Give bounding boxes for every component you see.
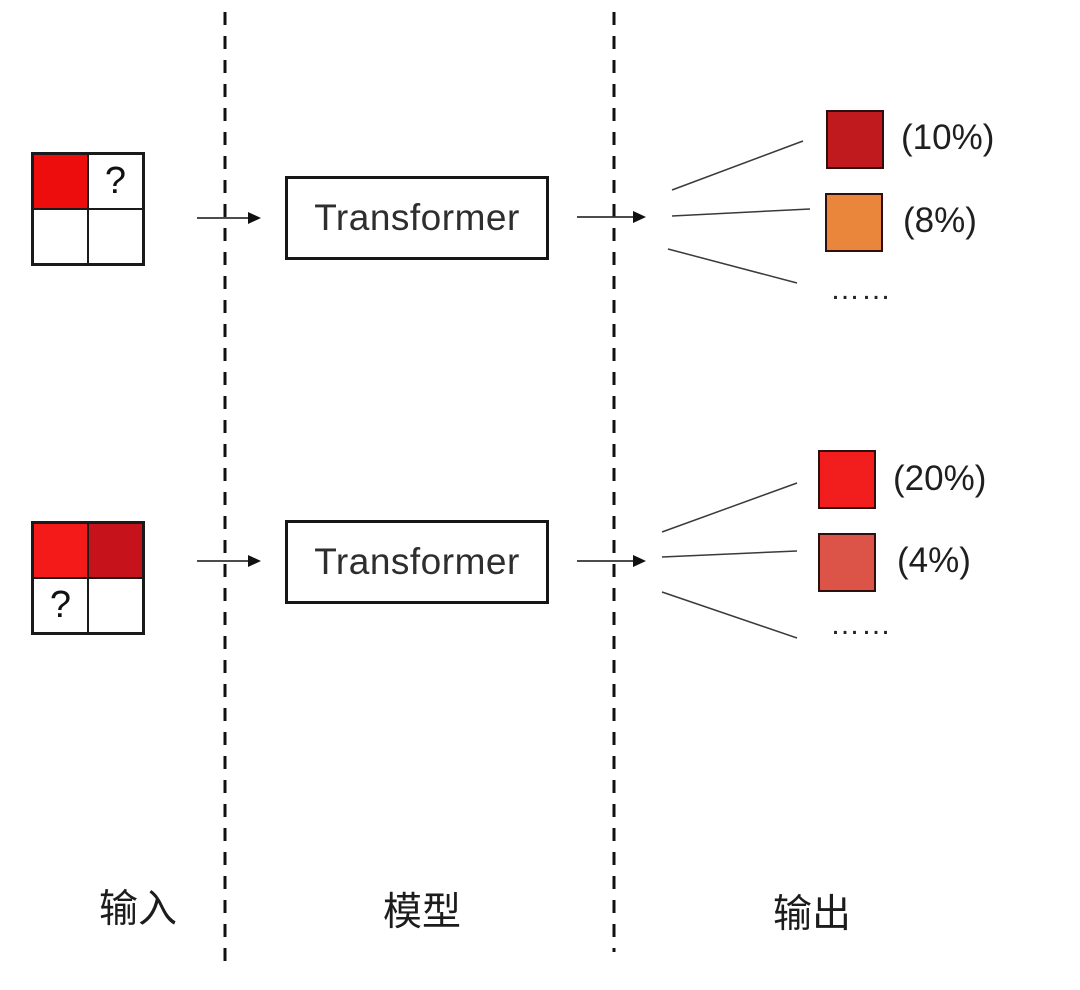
row1-fan-line-middle	[671, 208, 811, 217]
row2-output-probability-1: (20%)	[893, 459, 987, 498]
row1-grid-cell-top-right: ?	[88, 154, 143, 209]
row2-fan-line-middle	[661, 550, 798, 558]
row2-grid-cell-top-left	[33, 523, 88, 578]
row2-input-grid: ?	[31, 521, 145, 635]
row1-output-swatch-2	[825, 193, 883, 252]
row1-input-arrowhead	[248, 212, 261, 224]
row2-grid-cell-top-right	[88, 523, 143, 578]
row2-output-arrowhead	[633, 555, 646, 567]
row2-transformer-label: Transformer	[314, 541, 520, 582]
row2-fan-line-bottom	[661, 591, 798, 639]
row1-output-swatch-1	[826, 110, 884, 169]
row2-output-swatch-2	[818, 533, 876, 592]
row1-fan-line-bottom	[667, 248, 798, 284]
row1-output-probability-2: (8%)	[903, 201, 977, 240]
row1-output-arrowhead	[633, 211, 646, 223]
column-label-output: 输出	[773, 893, 852, 936]
column-label-input: 输入	[99, 888, 178, 931]
column-label-model: 模型	[383, 891, 462, 934]
row1-input-grid: ?	[31, 152, 145, 266]
row2-input-arrowhead	[248, 555, 261, 567]
row1-output-probability-1: (10%)	[901, 118, 995, 157]
row2-fan-line-top	[661, 482, 798, 533]
row2-grid-cell-bottom-right	[88, 578, 143, 633]
row2-grid-cell-bottom-left: ?	[33, 578, 88, 633]
row2-output-swatch-1	[818, 450, 876, 509]
row1-transformer-box: Transformer	[285, 176, 549, 260]
row2-output-probability-2: (4%)	[897, 541, 971, 580]
row1-grid-cell-bottom-left	[33, 209, 88, 264]
row1-output-ellipsis: ……	[830, 273, 892, 306]
row1-grid-cell-top-left	[33, 154, 88, 209]
row1-transformer-label: Transformer	[314, 197, 520, 238]
row1-grid-cell-bottom-right	[88, 209, 143, 264]
row2-output-ellipsis: ……	[830, 608, 892, 641]
row2-transformer-box: Transformer	[285, 520, 549, 604]
row1-fan-line-top	[671, 140, 804, 191]
